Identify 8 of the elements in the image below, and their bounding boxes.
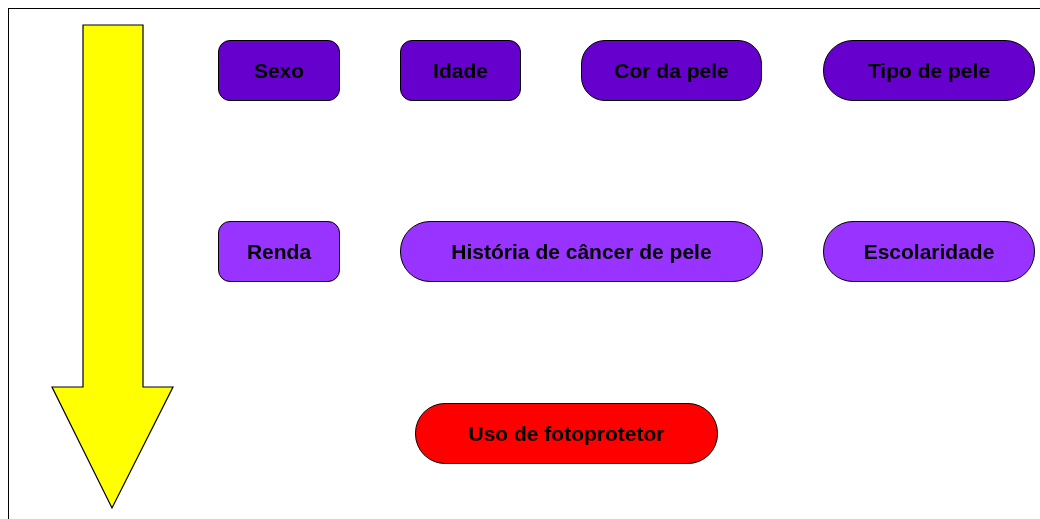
rounded-box: Uso de fotoprotetor — [415, 403, 718, 464]
rounded-box: Renda — [218, 221, 340, 282]
rounded-box: Cor da pele — [581, 40, 762, 101]
rounded-box: Tipo de pele — [823, 40, 1035, 101]
rounded-box: Idade — [400, 40, 521, 101]
rounded-box: Sexo — [218, 40, 340, 101]
rounded-box: Escolaridade — [823, 221, 1035, 282]
rounded-box: História de câncer de pele — [400, 221, 763, 282]
